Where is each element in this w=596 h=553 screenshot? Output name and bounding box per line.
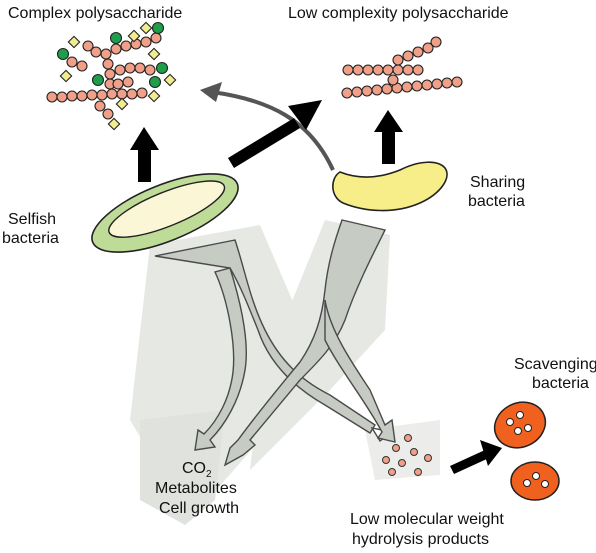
sharing-label-line1: Sharing [470,174,526,191]
hydrolysis-products [382,434,432,476]
lmw-label-line1: Low molecular weight [350,511,504,528]
selfish-to-low-arrow [228,100,322,168]
thin-curved-arrow [211,90,335,171]
sharing-bacteria-cell [332,161,448,212]
selfish-bacteria-cell [91,173,239,253]
metabolites-label: Metabolites [155,480,237,497]
co2-label: CO2 [182,459,212,484]
selfish-label-line2: bacteria [2,230,59,247]
selfish-to-complex-arrow [130,127,159,182]
co2-subscript: 2 [206,469,212,481]
cell-growth-label: Cell growth [159,500,240,517]
sharing-label-line2: bacteria [468,193,525,210]
complex-polysaccharide [46,21,177,131]
scavenging-label-line1: Scavenging [514,356,596,373]
complex-polysaccharide-title: Complex polysaccharide [8,5,183,22]
thin-arrow-head [200,82,222,102]
scavenging-bacteria-cell-1 [493,401,547,449]
selfish-label-line1: Selfish [8,211,57,228]
low-complexity-polysaccharide-title: Low complexity polysaccharide [288,5,509,22]
co2-main: CO [182,460,206,477]
scavenging-label-line2: bacteria [532,375,589,392]
sharing-funnel [223,219,396,467]
scavenging-bacteria-cell-2 [510,461,560,501]
products-to-scavenger-arrow [450,440,502,474]
low-complexity-polysaccharide [341,36,463,99]
sharing-to-low-arrow [374,110,403,164]
lmw-label-line2: hydrolysis products [352,531,489,548]
